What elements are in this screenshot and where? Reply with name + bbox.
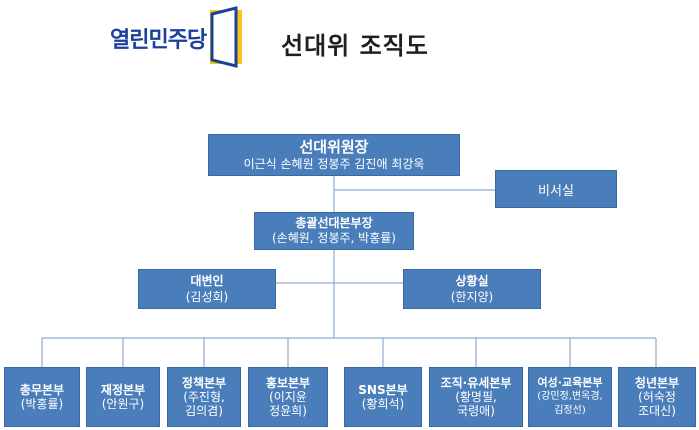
department-members: (안원구)	[101, 397, 145, 411]
department-members-2: 정윤희)	[269, 404, 307, 418]
general-head-title: 총괄선대본부장	[295, 216, 373, 230]
department-box-general-affairs: 총무본부 (박홍률)	[4, 367, 80, 427]
secretariat-title: 비서실	[538, 183, 574, 199]
department-box-finance: 재정본부 (안원구)	[86, 367, 160, 427]
spokesperson-title: 대변인	[190, 274, 224, 288]
situation-room-members: (한지양)	[450, 290, 494, 304]
chair-title: 선대위원장	[299, 138, 369, 156]
spokesperson-box: 대변인 (김성회)	[138, 269, 276, 309]
department-title: 청년본부	[634, 376, 680, 390]
secretariat-box: 비서실	[495, 170, 617, 208]
department-members: (강민정,변옥경,	[537, 391, 603, 402]
department-box-youth: 청년본부 (허숙정 조대신)	[618, 367, 696, 427]
department-box-organization: 조직·유세본부 (황명필, 국령애)	[429, 367, 523, 427]
department-members: (황명필,	[455, 390, 497, 404]
department-box-pr: 홍보본부 (이지윤 정윤희)	[248, 367, 328, 427]
department-members-2: 국령애)	[457, 404, 495, 418]
department-members: (박홍률)	[20, 397, 64, 411]
department-title: 총무본부	[19, 383, 65, 397]
logo	[108, 6, 258, 68]
logo-text: 열린민주당	[110, 28, 207, 53]
department-box-policy: 정책본부 (주진형, 김의겸)	[167, 367, 241, 427]
chair-members: 이근식 손혜원 정봉주 김진애 최강욱	[243, 157, 425, 171]
spokesperson-members: (김성회)	[185, 290, 229, 304]
department-title: 정책본부	[181, 376, 227, 390]
chair-box: 선대위원장 이근식 손혜원 정봉주 김진애 최강욱	[208, 134, 460, 176]
situation-room-box: 상황실 (한지양)	[403, 269, 541, 309]
department-members: (주진형,	[183, 390, 225, 404]
department-title: 여성·교육본부	[537, 376, 603, 389]
situation-room-title: 상황실	[455, 274, 489, 288]
department-members-2: 조대신)	[638, 404, 676, 418]
department-title: 홍보본부	[265, 376, 311, 390]
department-box-sns: SNS본부 (황희석)	[344, 367, 422, 427]
general-head-box: 총괄선대본부장 (손혜원, 정봉주, 박홍률)	[254, 212, 414, 250]
department-members: (허숙정	[638, 390, 676, 404]
department-title: 재정본부	[100, 383, 146, 397]
diagram-title: 선대위 조직도	[281, 32, 429, 60]
general-head-members: (손혜원, 정봉주, 박홍률)	[272, 231, 396, 245]
department-members: (황희석)	[361, 397, 405, 411]
department-members-2: 김의겸)	[185, 404, 223, 418]
department-box-women-education: 여성·교육본부 (강민정,변옥경, 김정선)	[528, 367, 612, 427]
logo-door-icon	[210, 6, 242, 68]
department-members: (이지윤	[269, 390, 307, 404]
department-title: SNS본부	[358, 383, 408, 397]
department-members-2: 김정선)	[554, 405, 586, 416]
department-title: 조직·유세본부	[440, 376, 512, 390]
